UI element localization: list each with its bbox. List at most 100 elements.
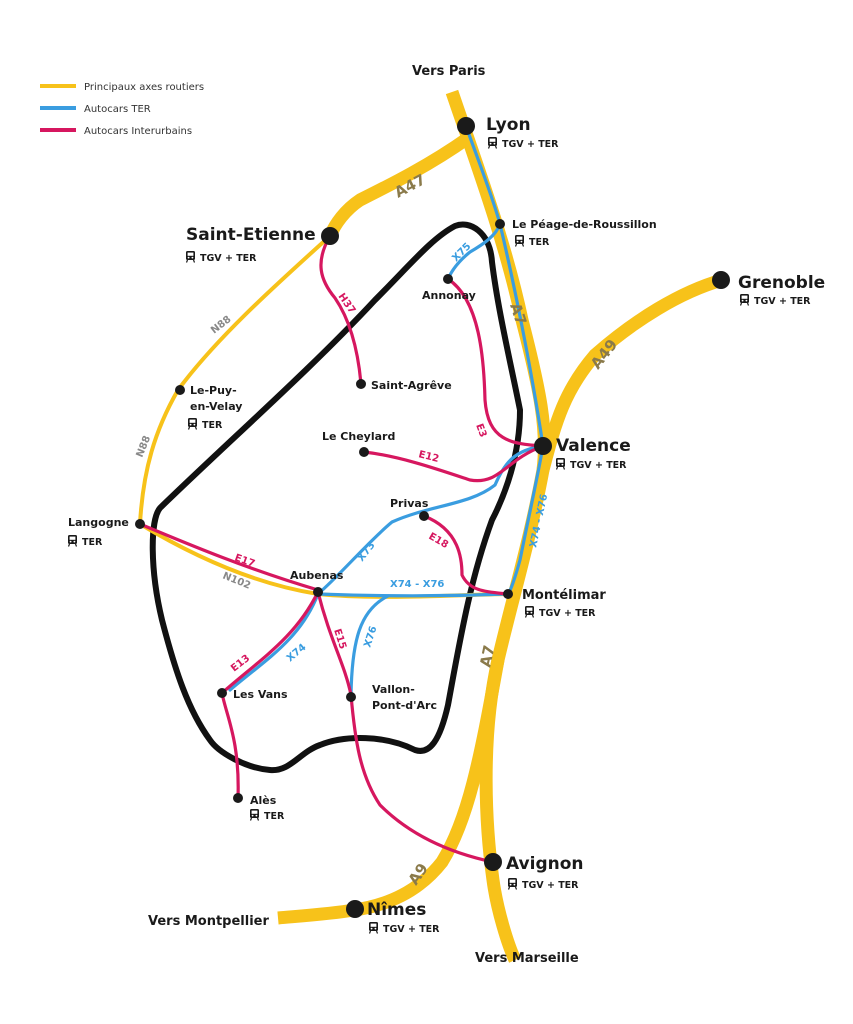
- train-icon: [555, 457, 566, 471]
- city-name-annonay: Annonay: [422, 289, 476, 302]
- label-x73: X73: [356, 540, 378, 564]
- dot-aubenas: [313, 587, 323, 597]
- train-icon: [514, 234, 525, 248]
- city-name-le-puy-line1: Le-Puy-: [190, 384, 237, 397]
- dot-ales: [233, 793, 243, 803]
- service-peage: TER: [529, 237, 550, 248]
- ter-x76: [349, 594, 390, 697]
- city-name-saint-etienne: Saint-Etienne: [186, 225, 316, 245]
- train-icon: [739, 293, 750, 307]
- dot-privas: [419, 511, 429, 521]
- city-name-le-cheylard: Le Cheylard: [322, 430, 395, 443]
- interurbain-lines: [138, 234, 545, 864]
- dot-vallon: [346, 692, 356, 702]
- interurbain-labels: H37 E3 E12 E18 E17 E13 E15: [229, 291, 488, 674]
- dot-valence: [534, 437, 552, 455]
- road-a49: [536, 273, 724, 472]
- label-a7-north: A7: [506, 301, 530, 328]
- service-grenoble: TGV + TER: [754, 296, 811, 307]
- road-a9: [277, 658, 505, 925]
- dot-grenoble: [712, 271, 730, 289]
- label-e18: E18: [427, 531, 451, 551]
- ter-x73: [316, 444, 545, 596]
- city-name-peage: Le Péage-de-Roussillon: [512, 218, 657, 231]
- direction-paris: Vers Paris: [412, 64, 486, 79]
- dot-les-vans: [217, 688, 227, 698]
- dot-montelimar: [503, 589, 513, 599]
- dot-saint-etienne: [321, 227, 339, 245]
- dot-le-cheylard: [359, 447, 369, 457]
- service-valence: TGV + TER: [570, 460, 627, 471]
- ter-x74: [228, 592, 320, 692]
- interurbain-e3: [446, 277, 545, 448]
- ter-x75: [446, 222, 502, 281]
- train-icon: [67, 534, 78, 548]
- city-name-nimes: Nîmes: [367, 900, 426, 920]
- city-name-vallon-line2: Pont-d'Arc: [372, 699, 437, 712]
- city-name-ales: Alès: [250, 794, 277, 807]
- dot-langogne: [135, 519, 145, 529]
- dot-nimes: [346, 900, 364, 918]
- dot-annonay: [443, 274, 453, 284]
- interurbain-e15: [316, 590, 495, 864]
- label-x74: X74: [285, 642, 309, 664]
- train-icon: [487, 136, 498, 150]
- service-lyon: TGV + TER: [502, 139, 559, 150]
- label-e3: E3: [473, 422, 488, 439]
- dot-avignon: [484, 853, 502, 871]
- interurbain-e12: [362, 444, 545, 483]
- service-langogne: TER: [82, 537, 103, 548]
- city-name-aubenas: Aubenas: [290, 569, 344, 582]
- service-nimes: TGV + TER: [383, 924, 440, 935]
- road-n102: [138, 522, 509, 599]
- city-dots: [135, 117, 730, 918]
- train-icon: [368, 921, 379, 935]
- interurbain-e17: [138, 522, 320, 592]
- service-le-puy: TER: [202, 420, 223, 431]
- city-name-montelimar: Montélimar: [522, 588, 606, 603]
- dot-le-puy: [175, 385, 185, 395]
- city-name-lyon: Lyon: [486, 115, 531, 135]
- city-name-langogne: Langogne: [68, 516, 129, 529]
- department-border: [149, 221, 523, 774]
- dot-saint-agreve: [356, 379, 366, 389]
- direction-marseille: Vers Marseille: [475, 951, 579, 966]
- interurbain-h37: [319, 234, 363, 386]
- legend-ter-label: Autocars TER: [84, 104, 151, 115]
- label-e12: E12: [417, 449, 440, 465]
- ter-lyon-valence: [464, 124, 545, 448]
- city-name-le-puy-line2: en-Velay: [190, 400, 242, 413]
- service-saint-etienne: TGV + TER: [200, 253, 257, 264]
- service-montelimar: TGV + TER: [539, 608, 596, 619]
- city-name-vallon-line1: Vallon-: [372, 683, 415, 696]
- city-name-privas: Privas: [390, 497, 429, 510]
- interurbain-vans-ales: [220, 691, 240, 800]
- city-name-saint-agreve: Saint-Agrêve: [371, 379, 452, 392]
- dot-lyon: [457, 117, 475, 135]
- interurbain-e18: [422, 514, 510, 596]
- service-avignon: TGV + TER: [522, 880, 579, 891]
- city-name-valence: Valence: [556, 436, 631, 456]
- city-name-avignon: Avignon: [506, 854, 584, 874]
- ter-lines: [228, 124, 545, 697]
- ter-x74-x76-valence: [506, 444, 545, 596]
- city-name-les-vans: Les Vans: [233, 688, 288, 701]
- road-a47: [324, 132, 472, 239]
- city-name-grenoble: Grenoble: [738, 273, 825, 293]
- train-icon: [185, 250, 196, 264]
- road-n88: [138, 234, 332, 525]
- train-icon: [249, 808, 260, 822]
- direction-montpellier: Vers Montpellier: [148, 914, 269, 929]
- legend: Principaux axes routiers Autocars TER Au…: [40, 82, 204, 137]
- service-ales: TER: [264, 811, 285, 822]
- city-labels: Lyon TGV + TER Saint-Etienne TGV + TER L…: [67, 115, 825, 935]
- ter-x74-x76-aubenas: [316, 592, 510, 598]
- legend-interurbain-label: Autocars Interurbains: [84, 126, 192, 137]
- label-x76: X76: [362, 625, 379, 649]
- interurbain-e13: [220, 590, 320, 695]
- train-icon: [187, 417, 198, 431]
- train-icon: [524, 605, 535, 619]
- road-labels: A47 A7 A49 A7 A9 N88 N88 N102: [135, 170, 622, 888]
- legend-roads-label: Principaux axes routiers: [84, 82, 204, 93]
